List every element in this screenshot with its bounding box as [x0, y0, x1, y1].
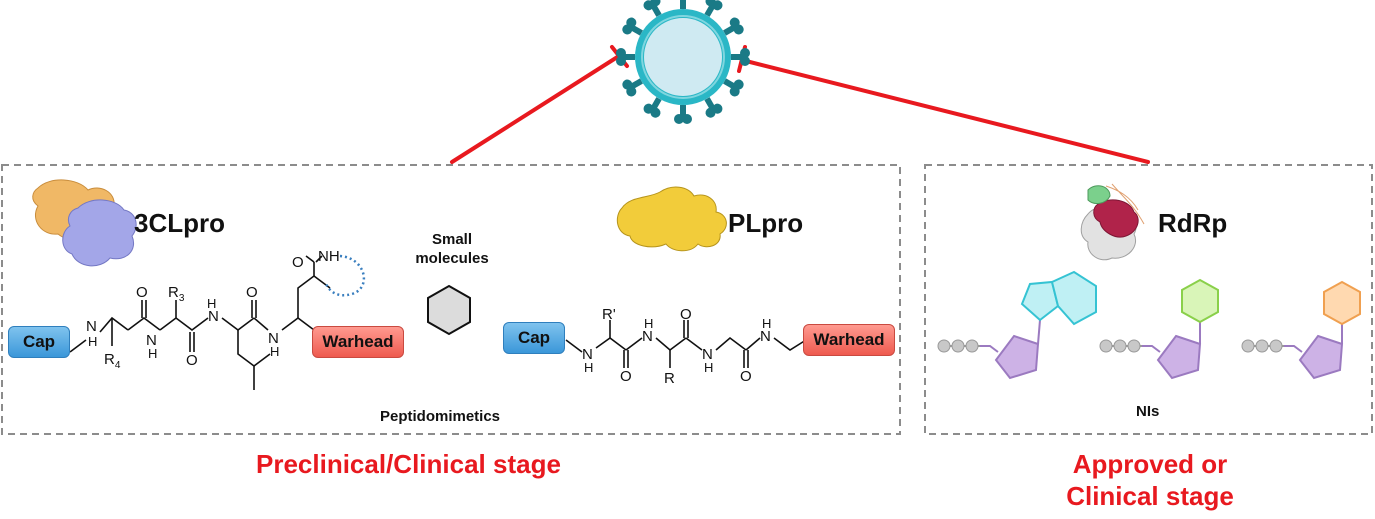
warhead-tag-3clpro: Warhead	[312, 326, 404, 358]
cap-tag-3clpro: Cap	[8, 326, 70, 358]
approved-stage-label: Approved or Clinical stage	[1040, 448, 1260, 512]
small-molecule-hexagon-icon	[427, 284, 471, 336]
cyclic-lactam-dotted-arc	[324, 254, 366, 297]
protease-panel	[1, 164, 901, 435]
atom-o: O	[620, 368, 632, 385]
atom-r3: R3	[168, 284, 185, 304]
atom-n: N	[702, 346, 713, 363]
inhibition-arrow-left	[450, 45, 629, 164]
nis-label: NIs	[1136, 403, 1160, 420]
atom-r: R	[664, 370, 675, 387]
atom-o: O	[186, 352, 198, 369]
atom-h: H	[270, 344, 280, 359]
3clpro-protein-image	[32, 179, 137, 267]
warhead-tag-plpro: Warhead	[803, 324, 895, 356]
small-molecules-label: Small molecules	[410, 230, 494, 268]
nucleoside-analog-2	[1099, 278, 1219, 380]
polymerase-panel	[924, 164, 1373, 435]
small-molecules-line2: molecules	[415, 250, 489, 267]
inhibition-arrow-right	[737, 45, 1150, 164]
rdrp-title: RdRp	[1158, 208, 1228, 238]
atom-n: N	[582, 346, 593, 363]
atom-r-prime: R'	[602, 306, 616, 323]
small-molecules-line1: Small	[431, 231, 473, 248]
atom-h: H	[207, 296, 217, 311]
peptidomimetics-label: Peptidomimetics	[380, 408, 501, 425]
atom-h: H	[704, 360, 714, 375]
atom-n: N	[86, 318, 97, 335]
virus-icon	[616, 0, 750, 124]
atom-n: N	[760, 328, 771, 345]
atom-nh: NH	[318, 248, 340, 265]
cap-tag-plpro: Cap	[503, 322, 565, 354]
atom-o: O	[680, 306, 692, 323]
atom-h: H	[148, 346, 158, 361]
plpro-protein-image	[616, 186, 727, 252]
approved-stage-line2: Clinical stage	[1066, 481, 1234, 511]
3clpro-peptidomimetic-structure	[69, 255, 331, 390]
atom-r4: R4	[104, 351, 121, 371]
atom-o: O	[292, 254, 304, 271]
atom-n: N	[642, 328, 653, 345]
atom-n: N	[268, 330, 279, 347]
preclinical-stage-label: Preclinical/Clinical stage	[256, 449, 561, 479]
rdrp-protein-image	[1080, 183, 1145, 261]
atom-n: N	[208, 308, 219, 325]
atom-o: O	[740, 368, 752, 385]
plpro-title: PLpro	[728, 208, 804, 238]
plpro-peptidomimetic-structure	[565, 320, 807, 368]
atom-n: N	[146, 332, 157, 349]
atom-o: O	[246, 284, 258, 301]
atom-h: H	[584, 360, 594, 375]
approved-stage-line1: Approved or	[1072, 449, 1228, 479]
3clpro-title: 3CLpro	[134, 208, 225, 238]
atom-h: H	[88, 334, 98, 349]
nucleoside-analog-1	[937, 270, 1097, 380]
atom-o: O	[136, 284, 148, 301]
nucleoside-analog-3	[1241, 280, 1361, 380]
atom-h: H	[644, 316, 654, 331]
atom-h: H	[762, 316, 772, 331]
